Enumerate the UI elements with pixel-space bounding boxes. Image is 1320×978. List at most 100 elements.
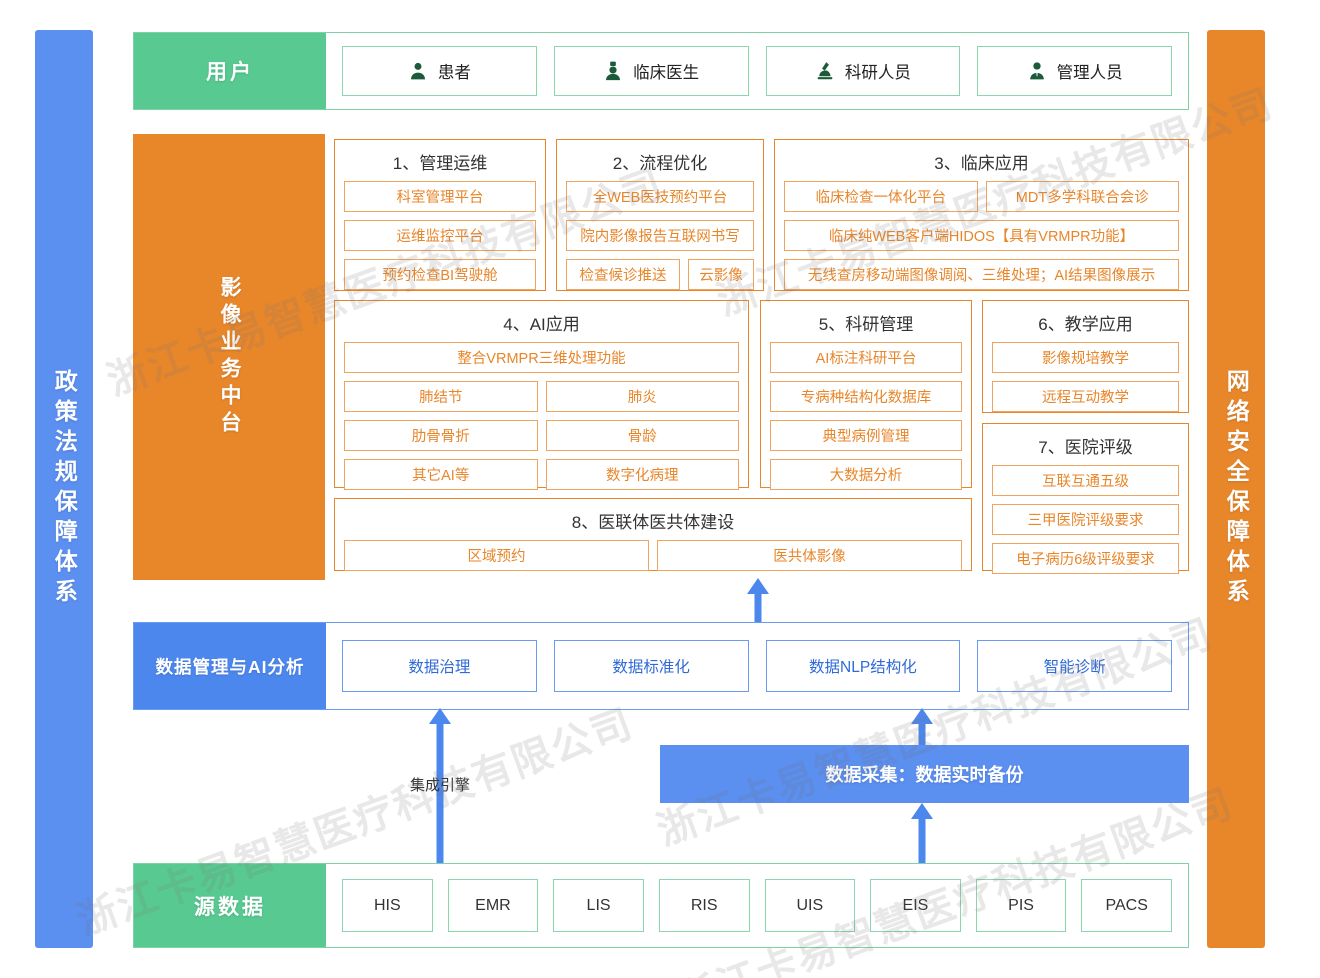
module-item[interactable]: 运维监控平台 [344, 220, 536, 251]
module-item[interactable]: MDT多学科联合会诊 [985, 181, 1179, 212]
module-item[interactable]: 医共体影像 [657, 540, 962, 571]
module-row: 全WEB医技预约平台 [557, 181, 763, 220]
module-row: AI标注科研平台 [761, 342, 971, 381]
module-row: 肋骨骨折 骨龄 [335, 420, 748, 459]
arrow-collect-to-data [909, 708, 935, 748]
module-row: 科室管理平台 [335, 181, 545, 220]
module-item[interactable]: 无线查房移动端图像调阅、三维处理；AI结果图像展示 [784, 259, 1179, 290]
module-item[interactable]: 其它AI等 [344, 459, 538, 490]
arrow-shaft [918, 722, 926, 748]
source-card-pacs[interactable]: PACS [1081, 879, 1172, 932]
data-collection-bar: 数据采集：数据实时备份 [660, 745, 1189, 803]
module-item[interactable]: 影像规培教学 [992, 342, 1179, 373]
user-card-clinician[interactable]: 临床医生 [553, 46, 749, 96]
module-row: 预约检查BI驾驶舱 [335, 259, 545, 298]
module-box-research-management: 5、科研管理 AI标注科研平台 专病种结构化数据库 典型病例管理 大数据分析 [760, 300, 972, 490]
source-card-eis[interactable]: EIS [870, 879, 961, 932]
arrow-shaft [918, 817, 926, 863]
module-row: 远程互动教学 [983, 381, 1188, 420]
module-box-clinical-application: 3、临床应用 临床检查一体化平台 MDT多学科联合会诊 临床纯WEB客户端HID… [774, 139, 1189, 291]
source-card-ris[interactable]: RIS [658, 879, 750, 932]
module-item[interactable]: 全WEB医技预约平台 [566, 181, 754, 212]
module-row: 临床检查一体化平台 MDT多学科联合会诊 [775, 181, 1188, 220]
arrow-data-to-consortium [745, 578, 771, 622]
user-card-researcher[interactable]: 科研人员 [765, 46, 961, 96]
arrow-shaft [436, 722, 444, 863]
arrow-head-icon [429, 708, 451, 724]
data-management-card-list: 数据治理 数据标准化 数据NLP结构化 智能诊断 [326, 623, 1188, 709]
data-card-smart-diagnosis[interactable]: 智能诊断 [977, 640, 1172, 692]
source-card-lis[interactable]: LIS [553, 879, 644, 932]
module-row: 运维监控平台 [335, 220, 545, 259]
module-item[interactable]: 区域预约 [344, 540, 649, 571]
module-title: 8、医联体医共体建设 [571, 513, 735, 532]
module-row: 影像规培教学 [983, 342, 1188, 381]
module-item[interactable]: 肋骨骨折 [344, 420, 538, 451]
module-item[interactable]: 大数据分析 [770, 459, 962, 490]
module-row: 大数据分析 [761, 459, 971, 498]
module-item[interactable]: 互联互通五级 [992, 465, 1179, 496]
source-data-layer: 源数据 HIS EMR LIS RIS UIS EIS PIS PACS [133, 863, 1189, 948]
module-item[interactable]: 检查候诊推送 [566, 259, 680, 290]
module-title: 2、流程优化 [612, 154, 708, 173]
arrow-head-icon [911, 803, 933, 819]
data-card-nlp[interactable]: 数据NLP结构化 [765, 640, 961, 692]
module-row: 临床纯WEB客户端HIDOS【具有VRMPR功能】 [775, 220, 1188, 259]
module-box-management-ops: 1、管理运维 科室管理平台 运维监控平台 预约检查BI驾驶舱 [334, 139, 546, 291]
module-item[interactable]: 三甲医院评级要求 [992, 504, 1179, 535]
module-item[interactable]: 肺结节 [344, 381, 538, 412]
module-item[interactable]: 整合VRMPR三维处理功能 [344, 342, 739, 373]
module-box-teaching-application: 6、教学应用 影像规培教学 远程互动教学 [982, 300, 1189, 413]
policy-regulation-sidebar: 政策法规保障体系 [35, 30, 93, 948]
module-item[interactable]: AI标注科研平台 [770, 342, 962, 373]
module-item[interactable]: 远程互动教学 [992, 381, 1179, 412]
integration-engine-label: 集成引擎 [409, 777, 470, 794]
module-row: 典型病例管理 [761, 420, 971, 459]
data-management-layer: 数据管理与AI分析 数据治理 数据标准化 数据NLP结构化 智能诊断 [133, 622, 1189, 710]
user-layer: 用户 患者 临床医生 科研人员 [133, 32, 1189, 110]
module-item[interactable]: 预约检查BI驾驶舱 [344, 259, 536, 290]
source-card-pis[interactable]: PIS [975, 879, 1067, 932]
source-data-label: 源数据 [134, 864, 326, 947]
module-box-medical-consortium: 8、医联体医共体建设 区域预约 医共体影像 [334, 498, 972, 571]
user-card-label: 患者 [437, 64, 471, 82]
module-row: 其它AI等 数字化病理 [335, 459, 748, 498]
person-icon [408, 61, 428, 81]
module-item[interactable]: 典型病例管理 [770, 420, 962, 451]
module-row: 检查候诊推送 云影像 [557, 259, 763, 298]
user-card-patient[interactable]: 患者 [342, 46, 537, 96]
module-item[interactable]: 院内影像报告互联网书写 [566, 220, 754, 251]
module-title: 1、管理运维 [392, 154, 488, 173]
user-card-administrator[interactable]: 管理人员 [977, 46, 1172, 96]
user-card-label: 科研人员 [844, 64, 911, 82]
data-card-standardization[interactable]: 数据标准化 [553, 640, 749, 692]
arrow-integration-engine [427, 708, 453, 863]
network-security-sidebar: 网络安全保障体系 [1207, 30, 1265, 948]
module-item[interactable]: 临床检查一体化平台 [784, 181, 978, 212]
module-item[interactable]: 专病种结构化数据库 [770, 381, 962, 412]
module-row: 专病种结构化数据库 [761, 381, 971, 420]
module-item[interactable]: 电子病历6级评级要求 [992, 543, 1179, 574]
module-box-ai-application: 4、AI应用 整合VRMPR三维处理功能 肺结节 肺炎 肋骨骨折 骨龄 其它AI… [334, 300, 749, 490]
module-item[interactable]: 肺炎 [545, 381, 739, 412]
module-row: 院内影像报告互联网书写 [557, 220, 763, 259]
source-card-his[interactable]: HIS [342, 879, 433, 932]
module-item[interactable]: 数字化病理 [545, 459, 739, 490]
data-card-governance[interactable]: 数据治理 [342, 640, 537, 692]
source-card-uis[interactable]: UIS [764, 879, 856, 932]
module-item[interactable]: 临床纯WEB客户端HIDOS【具有VRMPR功能】 [784, 220, 1179, 251]
module-box-hospital-rating: 7、医院评级 互联互通五级 三甲医院评级要求 电子病历6级评级要求 [982, 423, 1189, 574]
user-layer-label: 用户 [134, 33, 326, 109]
module-item[interactable]: 云影像 [688, 259, 754, 290]
source-data-card-list: HIS EMR LIS RIS UIS EIS PIS PACS [326, 864, 1188, 947]
module-item[interactable]: 骨龄 [545, 420, 739, 451]
manager-icon [1027, 61, 1047, 81]
microscope-icon [815, 61, 835, 81]
module-item[interactable]: 科室管理平台 [344, 181, 536, 212]
data-management-label: 数据管理与AI分析 [134, 623, 326, 709]
module-title: 3、临床应用 [934, 154, 1029, 173]
module-box-process-optimization: 2、流程优化 全WEB医技预约平台 院内影像报告互联网书写 检查候诊推送 云影像 [556, 139, 764, 291]
doctor-icon [603, 61, 623, 81]
source-card-emr[interactable]: EMR [447, 879, 539, 932]
